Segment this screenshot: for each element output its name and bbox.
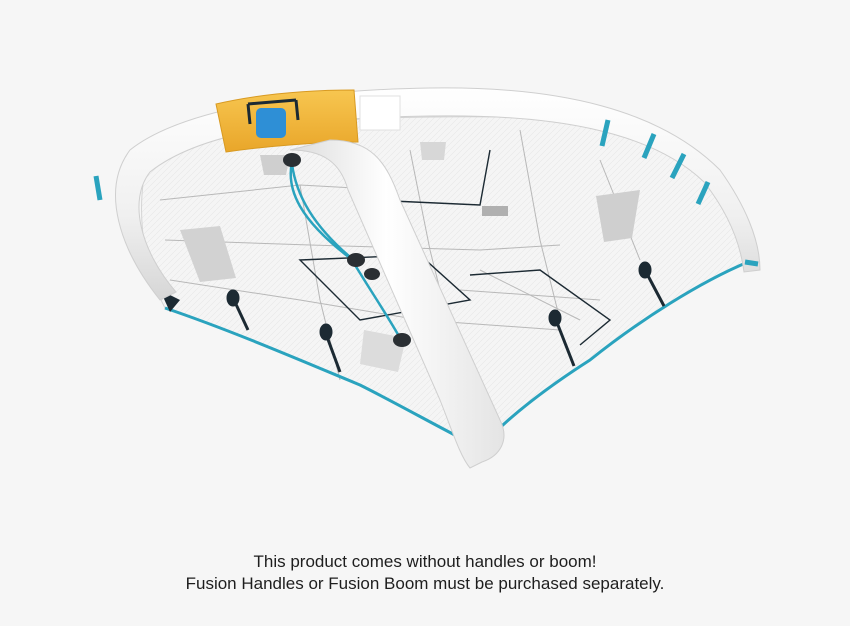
canopy-tabs xyxy=(226,261,666,373)
center-strut xyxy=(289,139,505,469)
spec-label xyxy=(359,95,401,131)
notice-line-1: This product comes without handles or bo… xyxy=(253,552,597,571)
center-valve-section xyxy=(215,89,359,153)
valve-window xyxy=(256,108,286,138)
leading-edge-trim xyxy=(93,119,759,267)
product-notice: This product comes without handles or bo… xyxy=(0,551,850,595)
strut-mounts xyxy=(283,153,411,347)
wing-product-image xyxy=(93,87,761,469)
strut-lines xyxy=(289,161,402,339)
notice-line-2: Fusion Handles or Fusion Boom must be pu… xyxy=(185,574,665,593)
valve-handle-icon xyxy=(246,98,300,125)
